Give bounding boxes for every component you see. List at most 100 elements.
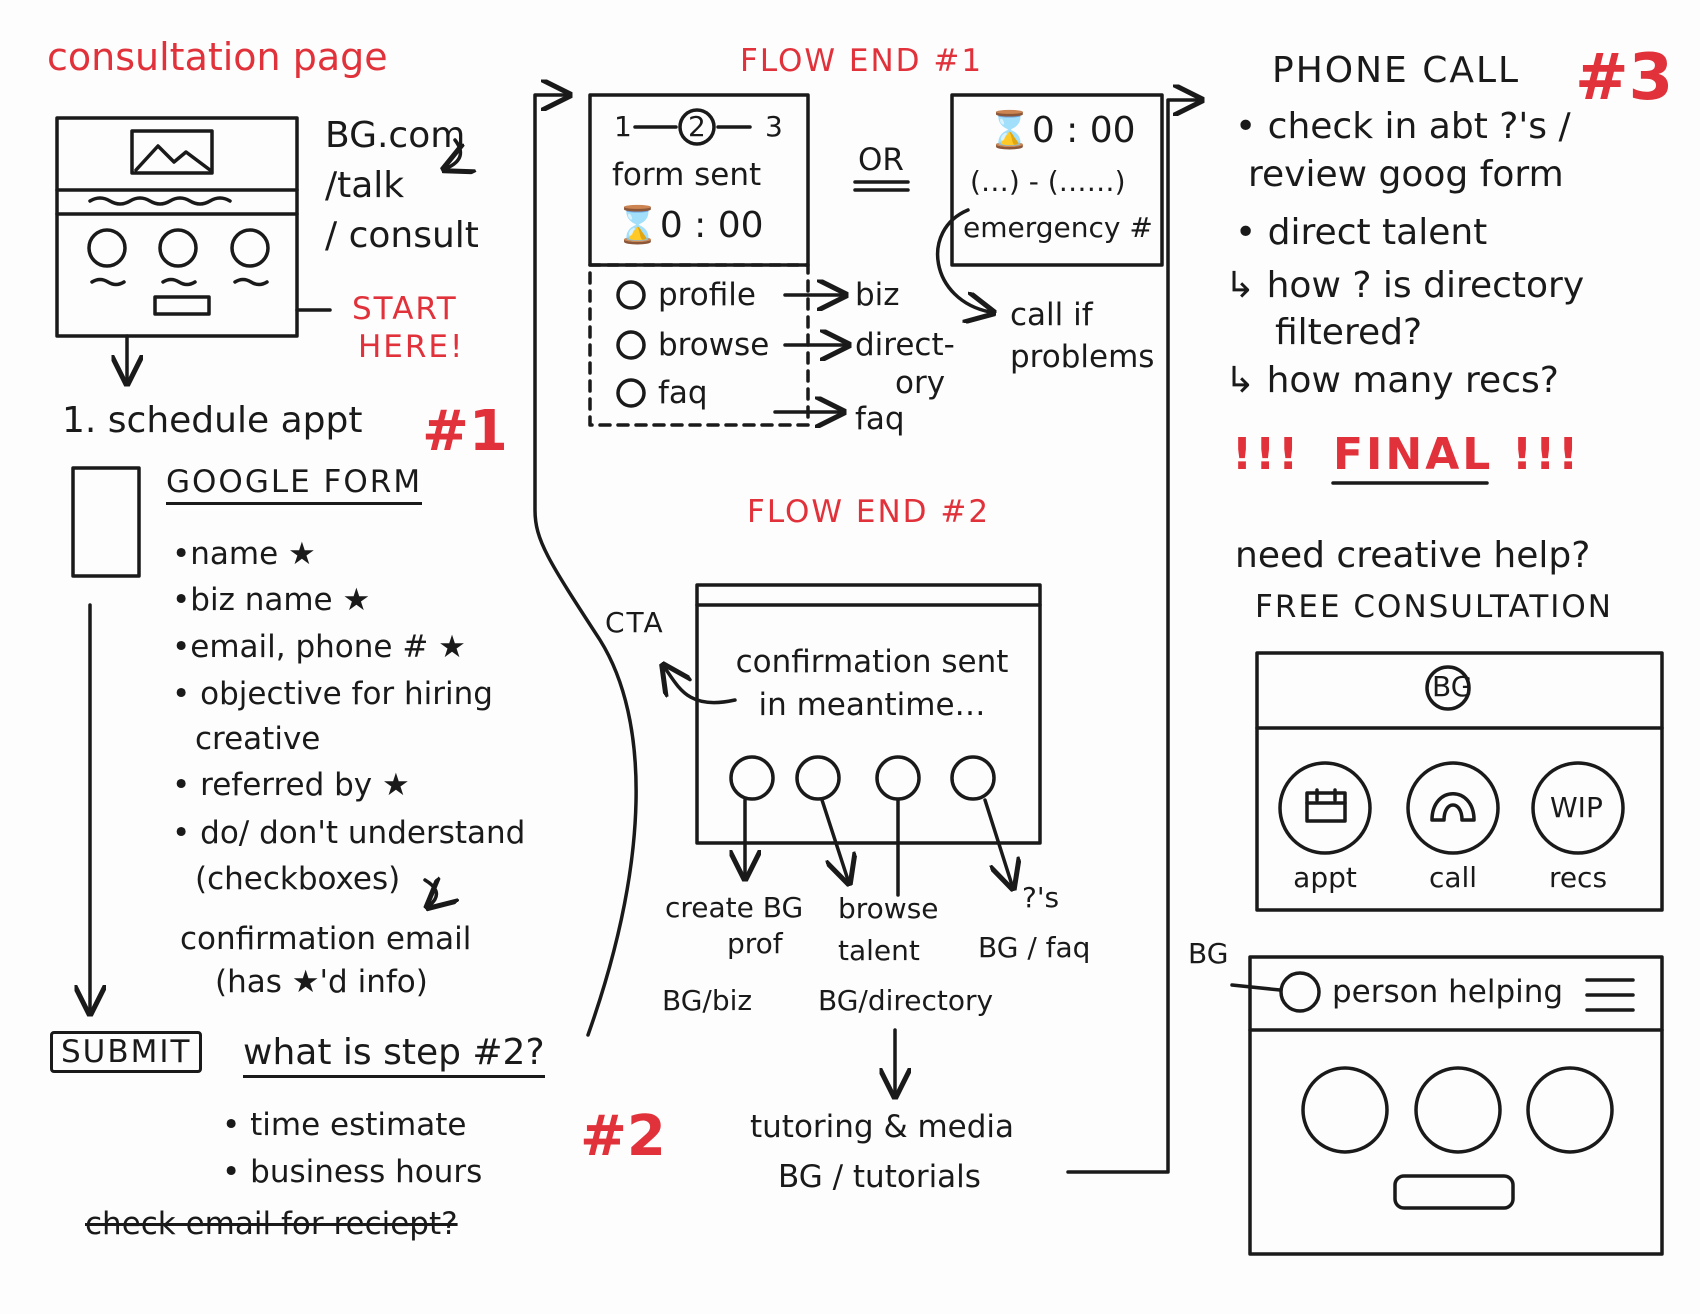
step2-heading-text: what is step #2? [243,1032,545,1078]
avatar [1279,971,1321,1013]
step2-item: • business hours [222,1154,483,1190]
recs-button-circle [1531,761,1625,855]
arrow-icon [820,798,848,880]
divider-line [55,188,299,216]
cta-label: CTA [605,606,665,639]
timer-label: ⌛0 : 00 [987,110,1136,151]
wire-circle [875,755,921,801]
wire-circle [87,228,127,268]
step-marker: #1 [422,399,508,464]
wire-circle [230,228,270,268]
flow1-title: FLOW END #1 [740,43,984,79]
person-helping-label: person helping [1332,974,1564,1010]
phone-bullet: review goog form [1248,154,1564,195]
wireframe-page [55,116,299,338]
form-field: •biz name ★ [172,582,371,618]
target-label: faq [855,401,905,437]
struck-note: check email for reciept? [85,1206,458,1242]
bg-label: BG [1188,937,1229,970]
timer-label: ⌛0 : 00 [615,205,764,246]
form-field: •name ★ [172,536,316,572]
submit-button: SUBMIT [50,1031,203,1073]
final-label: FINAL [1333,429,1494,480]
squiggle [90,277,269,287]
url-line: /talk [325,165,405,206]
emergency-label: emergency # [963,211,1153,244]
target-label: biz [855,277,900,313]
path-label: browse [838,892,939,925]
submit-button-label: SUBMIT [50,1031,203,1073]
option-label: profile [658,277,756,313]
flow-curve [533,95,638,1037]
form-field: • objective for hiring [172,676,493,712]
form-sent-label: form sent [612,157,762,193]
start-label: HERE! [358,329,465,365]
wire-circle [158,228,198,268]
image-placeholder-icon [130,129,214,175]
screen-text: confirmation sent [735,644,1009,680]
appt-button-circle [1278,761,1372,855]
squiggle [88,196,232,206]
wire-button [1393,1174,1515,1210]
wire-circle [1526,1066,1614,1154]
cta-arrow [665,668,737,705]
tutoring-label: BG / tutorials [778,1159,981,1195]
url-label: BG/directory [818,984,994,1017]
call-arrow [935,208,990,312]
option-label: faq [658,375,708,411]
form-heading-text: GOOGLE FORM [166,464,423,505]
confirmation-note: (has ★'d info) [215,964,428,1000]
wire-circle [795,755,841,801]
step2-item: • time estimate [222,1107,467,1143]
phone-bullet: • direct talent [1235,212,1488,253]
step-marker: #2 [580,1104,666,1169]
path-label: create BG [665,891,804,924]
confirmation-arrow [425,880,436,905]
flow2-screen [695,583,1042,845]
phone-mask: (…) - (……) [970,165,1126,198]
bg-logo-circle [1425,665,1471,711]
stepper-step: 1 [614,110,632,143]
path-label: BG / faq [978,931,1091,964]
radio-circle [616,330,646,360]
phone-bullet: ↳ how ? is directory [1225,265,1585,306]
need-help-heading: need creative help? [1235,535,1591,576]
wip-label: WIP [1550,791,1603,824]
button-label: recs [1548,861,1608,894]
tutoring-label: tutoring & media [750,1109,1015,1145]
path-label: ?'s [1022,881,1060,914]
wire-circle [1301,1066,1389,1154]
target-label: ory [895,365,946,401]
hamburger-menu-icon [1585,978,1635,1012]
phone-bullet: • check in abt ?'s / [1235,106,1571,147]
button-label: call [1428,861,1478,894]
or-underline [853,180,910,192]
wire-circle [950,755,996,801]
or-label: OR [858,142,904,178]
url-line: BG.com [325,115,466,156]
target-label: direct- [855,327,955,363]
call-note: problems [1010,339,1155,375]
phone-bullet: filtered? [1275,312,1423,353]
stepper-circle [678,108,716,146]
flow1-alt-box [950,93,1164,267]
form-placeholder [71,466,141,578]
arrow-icon [983,798,1012,885]
form-field: • do/ don't understand [172,815,526,851]
phone-icon [1430,792,1476,822]
phone-bullet: ↳ how many recs? [1225,360,1559,401]
person-screen [1248,955,1664,1256]
wire-button [153,295,211,316]
bangs-right: !!! [1512,429,1582,480]
flow-connector [1066,100,1198,1174]
wire-circle [729,755,775,801]
radio-circle [616,378,646,408]
url-label: BG/biz [662,984,753,1017]
form-field: • referred by ★ [172,767,410,803]
option-label: browse [658,327,770,363]
step-heading: 1. schedule appt [62,400,363,441]
call-button-circle [1406,761,1500,855]
url-line: / consult [325,215,479,256]
stepper-step: 3 [765,110,783,143]
